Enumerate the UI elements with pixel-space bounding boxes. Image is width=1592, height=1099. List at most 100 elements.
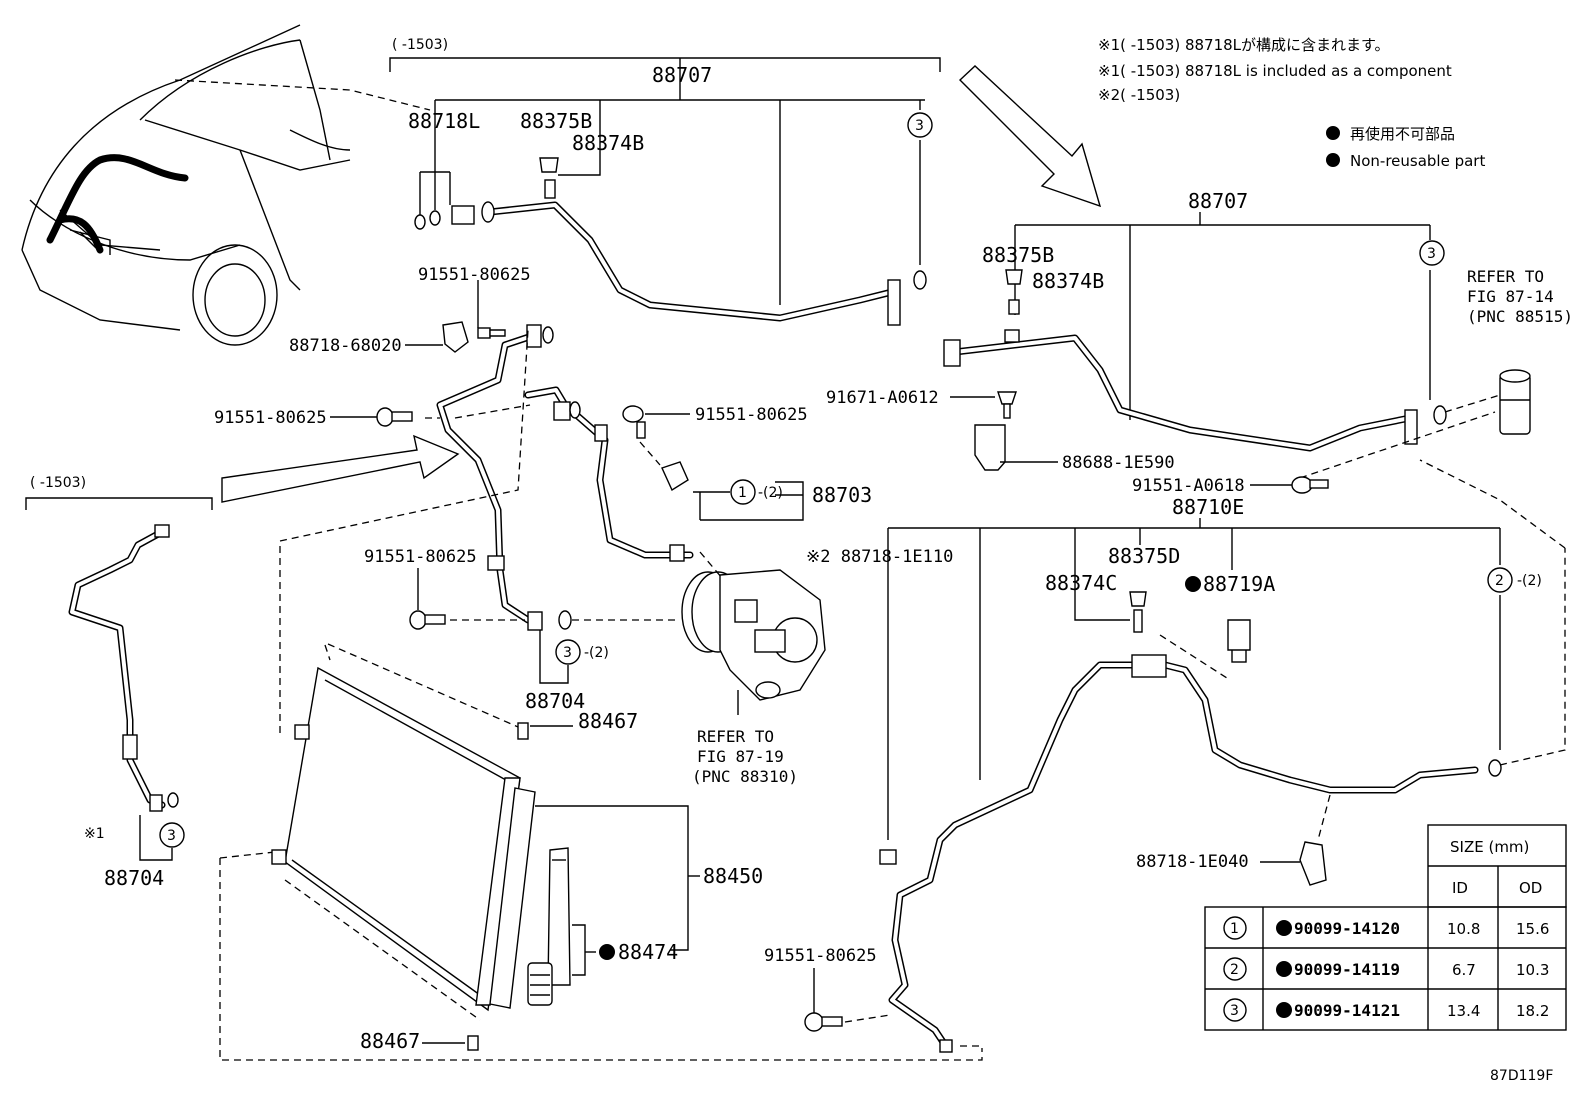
compressor-88310	[681, 569, 826, 715]
size-table-col-od: OD	[1519, 879, 1542, 897]
ref-88515-line3: (PNC 88515)	[1467, 307, 1573, 326]
arrow-top-right	[958, 65, 1102, 208]
label-88718-68020: 88718-68020	[289, 336, 402, 356]
bracket-88703	[693, 481, 804, 521]
label-91551-A0618: 91551-A0618	[1132, 476, 1245, 496]
legend-non-reusable: 再使用不可部品 Non-reusable part	[1326, 125, 1485, 170]
ref-88515-line1: REFER TO	[1467, 267, 1544, 286]
svg-text:3: 3	[1427, 246, 1436, 262]
label-c1-qty: -(2)	[758, 485, 783, 501]
circle-1-88703: 1	[730, 479, 756, 505]
pipe-88707-right	[943, 240, 1447, 452]
figure-id: 87D119F	[1490, 1068, 1553, 1084]
label-91551-80625-a: 91551-80625	[418, 265, 531, 285]
label-88704-mid: 88704	[525, 689, 585, 713]
ref-88310-line2: FIG 87-19	[697, 747, 784, 766]
svg-text:3: 3	[167, 828, 176, 844]
label-c2-qty: -(2)	[1517, 573, 1542, 589]
ref-88310-line1: REFER TO	[697, 727, 774, 746]
size-table-col-id: ID	[1452, 879, 1468, 897]
svg-text:Non-reusable part: Non-reusable part	[1350, 152, 1485, 170]
label-88375B-right: 88375B	[982, 243, 1054, 267]
label-88707-right: 88707	[1188, 189, 1248, 213]
label-88450: 88450	[703, 864, 763, 888]
note-1-en: ※1( -1503) 88718L is included as a compo…	[1098, 62, 1452, 80]
bracket-88688-1E590	[974, 424, 1058, 471]
bracket-88707-right	[1014, 212, 1431, 420]
svg-text:2: 2	[1495, 573, 1504, 589]
ref-88515-line2: FIG 87-14	[1467, 287, 1554, 306]
ref-88310-line3: (PNC 88310)	[692, 767, 798, 786]
svg-text:10.8: 10.8	[1447, 920, 1480, 938]
svg-text:2: 2	[1230, 962, 1239, 978]
bolt-91671-A0612	[950, 391, 1017, 419]
dryer-88474	[527, 847, 615, 1006]
hose-88703-suction	[524, 386, 694, 562]
size-table-row-3: 3 90099-14121 13.4 18.2	[1223, 998, 1549, 1022]
condenser-88450	[219, 329, 983, 1061]
label-91551-80625-e: 91551-80625	[764, 946, 877, 966]
label-88374B-top: 88374B	[572, 131, 644, 155]
svg-text:88719A: 88719A	[1203, 572, 1275, 596]
circle-3-right: 3	[1419, 240, 1445, 266]
label-88375D: 88375D	[1108, 544, 1180, 568]
label-88467-bot: 88467	[360, 1029, 420, 1053]
label-88710E: 88710E	[1172, 495, 1244, 519]
vehicle-illustration	[21, 24, 431, 346]
label-91551-80625-b: 91551-80625	[214, 408, 327, 428]
label-88374B-right: 88374B	[1032, 269, 1104, 293]
bolt-91551-80625-a	[477, 280, 506, 339]
label-88375B-top: 88375B	[520, 109, 592, 133]
label-88718-1E110: ※2 88718-1E110	[806, 547, 953, 567]
bolt-91551-80625-d	[409, 568, 446, 630]
label-88704-left: 88704	[104, 866, 164, 890]
pipe-88707-top	[414, 157, 927, 326]
clip-88718-68020	[405, 321, 469, 353]
bolt-91551-80625-e	[804, 968, 891, 1032]
hose-88703-discharge	[436, 324, 572, 631]
svg-text:15.6: 15.6	[1516, 920, 1549, 938]
label-88707-top: 88707	[652, 63, 712, 87]
label-88474: 88474	[618, 940, 678, 964]
clip-88718-1E040	[1260, 794, 1331, 886]
size-table-row-2: 2 90099-14119 6.7 10.3	[1223, 957, 1549, 981]
label-88718L: 88718L	[408, 109, 480, 133]
label-88374C: 88374C	[1045, 571, 1117, 595]
circle-3-left: 3	[159, 822, 185, 848]
svg-text:90099-14119: 90099-14119	[1294, 960, 1400, 979]
label-88467-top: 88467	[578, 709, 638, 733]
svg-text:90099-14120: 90099-14120	[1294, 919, 1400, 938]
label-c3-qty: -(2)	[584, 645, 609, 661]
label-91551-80625-c: 91551-80625	[695, 405, 808, 425]
svg-text:3: 3	[563, 645, 572, 661]
arrow-left	[221, 434, 460, 503]
label-91671-A0612: 91671-A0612	[826, 388, 939, 408]
svg-text:3: 3	[1230, 1003, 1239, 1019]
label-88688-1E590: 88688-1E590	[1062, 453, 1175, 473]
pipe-88710E	[879, 459, 1566, 1053]
pipe-88704-left	[68, 524, 179, 861]
bolt-91551-A0618	[1250, 476, 1329, 494]
svg-text:10.3: 10.3	[1516, 961, 1549, 979]
circle-2-right: 2	[1487, 567, 1513, 593]
size-table-row-1: 1 90099-14120 10.8 15.6	[1223, 916, 1549, 940]
svg-text:( -1503): ( -1503)	[30, 475, 86, 491]
note-2: ※2( -1503)	[1098, 86, 1180, 104]
left-range-bracket: ( -1503)	[25, 475, 213, 510]
note-1-ja: ※1( -1503) 88718Lが構成に含まれます。	[1098, 36, 1390, 54]
size-table-title: SIZE (mm)	[1450, 838, 1529, 856]
svg-text:6.7: 6.7	[1452, 961, 1476, 979]
size-table: SIZE (mm) ID OD 1 90099-14120 10.8 15.6 …	[1204, 824, 1567, 1031]
svg-text:18.2: 18.2	[1516, 1002, 1549, 1020]
top-range-bracket: ( -1503)	[389, 37, 941, 305]
label-star1: ※1	[84, 826, 105, 842]
svg-text:1: 1	[738, 485, 747, 501]
label-88718-1E040: 88718-1E040	[1136, 852, 1249, 872]
bracket-88710E	[887, 518, 1501, 840]
svg-text:1: 1	[1230, 921, 1239, 937]
receiver-88515	[1499, 369, 1531, 435]
circle-3-top: 3	[907, 112, 933, 138]
label-88703: 88703	[812, 483, 872, 507]
svg-text:13.4: 13.4	[1447, 1002, 1480, 1020]
